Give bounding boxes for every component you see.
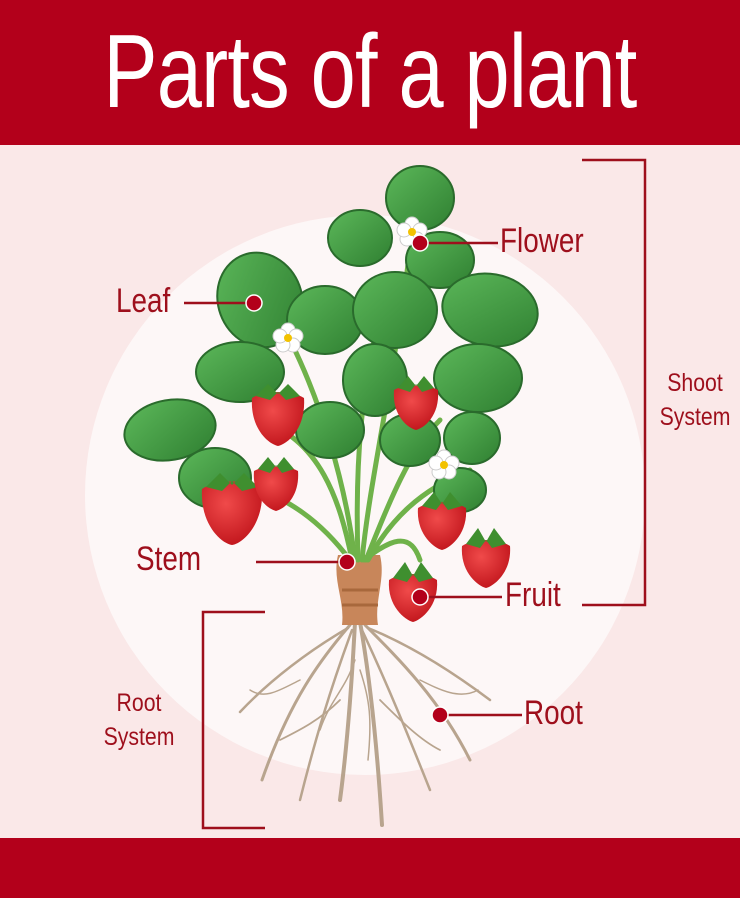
root-system-bracket — [201, 610, 265, 830]
title-banner — [0, 0, 740, 145]
shoot-system-line2: System — [659, 403, 731, 431]
fruit-label: Fruit — [505, 576, 561, 614]
root-system-label: Root System — [101, 686, 178, 754]
stem-base-illustration — [336, 555, 382, 625]
shoot-system-label: Shoot System — [658, 366, 731, 434]
footer-banner — [0, 838, 740, 898]
leaf-label: Leaf — [116, 282, 171, 320]
root-label: Root — [524, 694, 583, 732]
leaf-marker-dot — [245, 294, 263, 312]
strawberries-illustration — [201, 376, 511, 622]
page-title: Parts of a plant — [103, 14, 637, 130]
flowers-illustration — [272, 216, 460, 480]
stem-marker-dot — [338, 553, 356, 571]
stem-label: Stem — [136, 540, 202, 578]
flower-marker-dot — [411, 234, 429, 252]
flower-label: Flower — [500, 222, 584, 260]
fruit-marker-dot — [411, 588, 429, 606]
shoot-system-line1: Shoot — [667, 369, 723, 397]
leader-dots — [245, 234, 449, 724]
root-system-line1: Root — [116, 689, 162, 717]
shoot-system-bracket — [582, 158, 647, 607]
leader-lines — [184, 241, 522, 717]
leaves-illustration — [123, 165, 539, 513]
roots-illustration — [238, 620, 492, 827]
root-system-line2: System — [103, 723, 175, 751]
root-marker-dot — [431, 706, 449, 724]
